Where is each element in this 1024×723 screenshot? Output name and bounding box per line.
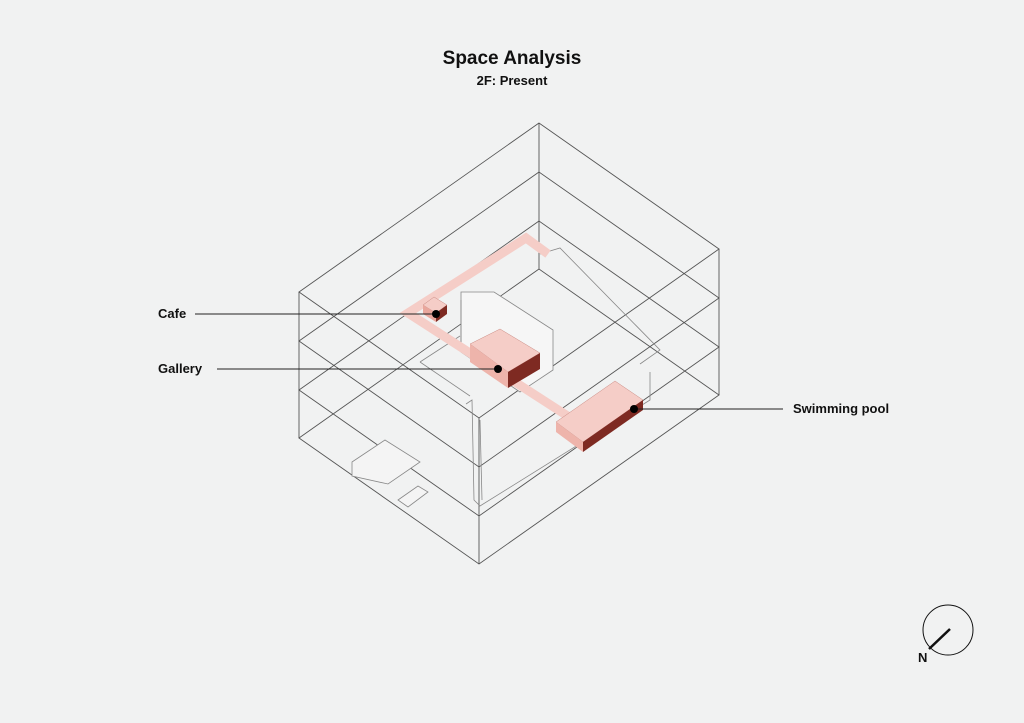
cafe-marker [432,310,440,318]
swimming-pool-volume [555,380,644,452]
leader-lines [195,313,783,410]
pool-marker [630,405,638,413]
gallery-volume [469,328,541,388]
label-gallery: Gallery [158,361,203,376]
diagram-title: Space Analysis [442,48,582,69]
label-cafe: Cafe [158,306,187,321]
compass-north-label: N [918,650,928,665]
gallery-marker [494,365,502,373]
label-swimming-pool: Swimming pool [793,401,890,416]
north-arrow-icon [922,604,974,656]
building-wireframe [298,122,720,565]
diagram-subtitle: 2F: Present [476,73,548,88]
